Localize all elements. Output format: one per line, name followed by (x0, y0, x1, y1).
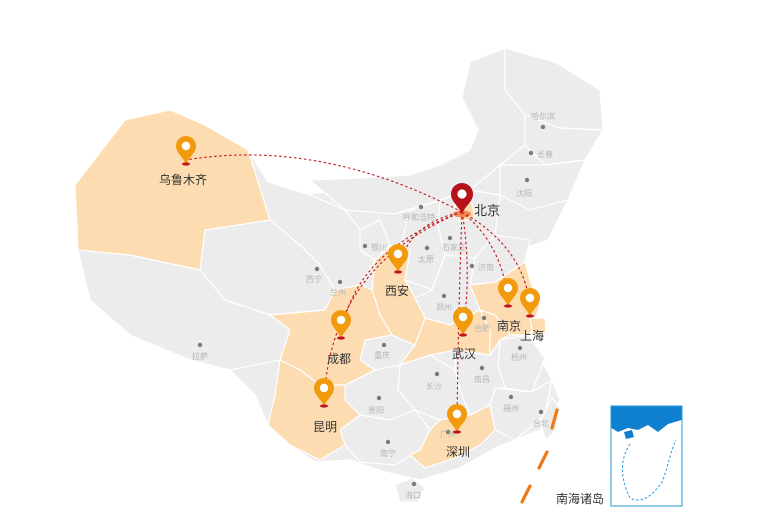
destination-pins (176, 136, 540, 434)
minor-city-jinan: 济南 (469, 262, 494, 272)
minor-city-fuzhou: 福州 (503, 394, 519, 413)
svg-text:福州: 福州 (503, 404, 519, 413)
pin-shenzhen[interactable] (447, 404, 467, 434)
label-shanghai: 上海 (520, 328, 544, 343)
svg-text:呼和浩特: 呼和浩特 (403, 212, 435, 222)
south-china-sea-inset (610, 405, 683, 507)
svg-text:兰州: 兰州 (330, 287, 346, 297)
route-beijing-kunming (323, 211, 463, 403)
pin-xian[interactable] (388, 244, 408, 274)
minor-city-lanzhou: 兰州 (330, 279, 346, 297)
svg-text:南昌: 南昌 (474, 374, 490, 384)
minor-city-hohhot: 呼和浩特 (403, 204, 435, 222)
svg-text:太原: 太原 (418, 254, 434, 264)
label-nanjing: 南京 (497, 318, 521, 333)
province-taiwan (539, 396, 561, 442)
label-chengdu: 成都 (327, 352, 351, 366)
minor-city-changsha: 长沙 (426, 371, 442, 391)
svg-text:拉萨: 拉萨 (192, 351, 208, 361)
svg-text:银川: 银川 (371, 242, 387, 252)
province-hainan (394, 477, 426, 503)
minor-city-shijiazhuang: 石家庄 (442, 235, 466, 252)
route-beijing-shenzhen (456, 211, 463, 429)
pin-kunming[interactable] (314, 378, 334, 408)
route-beijing-shanghai (461, 211, 531, 313)
route-beijing-urumqi (185, 154, 463, 213)
minor-city-lhasa: 拉萨 (192, 342, 208, 361)
pin-wuhan[interactable] (453, 307, 473, 337)
pin-urumqi[interactable] (176, 136, 196, 166)
province-anhui (478, 308, 511, 357)
label-kunming: 昆明 (313, 420, 337, 434)
svg-text:杭州: 杭州 (511, 352, 527, 362)
minor-city-nanchang: 南昌 (474, 365, 490, 384)
pin-beijing-hub[interactable] (451, 183, 473, 218)
svg-text:重庆: 重庆 (374, 350, 390, 360)
svg-text:西宁: 西宁 (306, 274, 322, 284)
city-labels: 乌鲁木齐 西安 成都 武汉 南京 上海 昆明 深圳 北京 (159, 172, 544, 459)
province-xinjiang (74, 109, 271, 271)
svg-text:贵阳: 贵阳 (368, 405, 384, 415)
svg-text:长春: 长春 (537, 149, 553, 159)
highlight-layer (74, 109, 547, 469)
south-china-sea-label: 南海诸岛 (556, 491, 604, 506)
minor-city-chongqing: 重庆 (374, 342, 390, 360)
municipality-shanghai (529, 317, 547, 337)
minor-city-nanning: 南宁 (380, 439, 396, 458)
svg-text:合肥: 合肥 (474, 323, 490, 333)
label-shenzhen: 深圳 (446, 445, 470, 459)
minor-city-xining: 西宁 (306, 266, 322, 284)
svg-text:石家庄: 石家庄 (442, 242, 466, 252)
nine-dash-line (520, 408, 559, 504)
minor-city-taiyuan: 太原 (418, 245, 434, 264)
minor-city-hangzhou: 杭州 (511, 345, 527, 362)
pin-nanjing[interactable] (498, 278, 518, 308)
svg-text:郑州: 郑州 (436, 302, 452, 312)
label-beijing-hub: 北京 (474, 203, 500, 218)
minor-cities: 哈尔滨 长春 沈阳 呼和浩特 石家庄 太原 银川 西宁 兰州 济南 郑州 合肥 … (192, 111, 555, 500)
minor-city-guiyang: 贵阳 (368, 395, 384, 415)
svg-text:海口: 海口 (405, 490, 421, 500)
minor-city-shenyang: 沈阳 (516, 177, 532, 198)
svg-text:沈阳: 沈阳 (516, 188, 532, 198)
pin-chengdu[interactable] (331, 310, 351, 340)
label-urumqi: 乌鲁木齐 (159, 172, 207, 187)
svg-text:台北: 台北 (533, 418, 549, 428)
svg-text:广州: 广州 (440, 429, 456, 439)
svg-text:济南: 济南 (478, 262, 494, 272)
minor-city-zhengzhou: 郑州 (436, 293, 452, 312)
svg-text:长沙: 长沙 (426, 381, 442, 391)
label-wuhan: 武汉 (452, 347, 476, 361)
minor-city-harbin: 哈尔滨 (531, 111, 555, 130)
pin-shanghai[interactable] (520, 288, 540, 318)
minor-city-changchun: 长春 (528, 149, 553, 159)
minor-city-haikou: 海口 (405, 481, 421, 500)
minor-city-guangzhou: 广州 (440, 429, 456, 439)
svg-text:南宁: 南宁 (380, 448, 396, 458)
label-xian: 西安 (385, 283, 409, 298)
svg-text:哈尔滨: 哈尔滨 (531, 111, 555, 121)
minor-city-hefei: 合肥 (474, 315, 490, 333)
minor-city-yinchuan: 银川 (362, 242, 387, 252)
minor-city-taipei: 台北 (533, 409, 549, 428)
